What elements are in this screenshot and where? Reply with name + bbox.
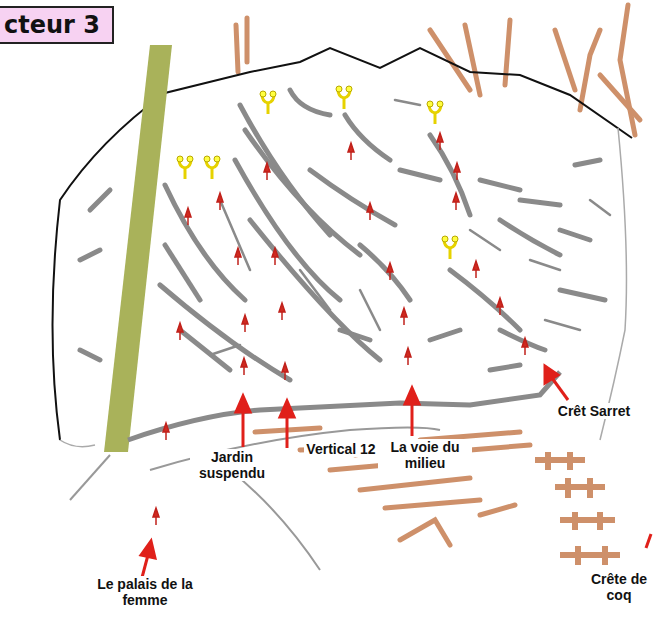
route-arrow	[367, 203, 373, 212]
route-arrow	[401, 308, 407, 317]
route-arrow	[473, 261, 479, 270]
route-arrow	[264, 163, 270, 172]
sector-title: cteur 3	[0, 6, 114, 44]
route-arrow	[153, 508, 159, 517]
route-arrow	[405, 348, 411, 357]
route-arrow	[454, 163, 460, 172]
route-arrow	[387, 263, 393, 272]
route-arrow	[177, 323, 183, 332]
route-arrow	[282, 363, 288, 372]
route-name: Jardin suspendu	[190, 449, 274, 481]
route-arrow	[453, 193, 459, 202]
route-arrow	[522, 338, 528, 347]
route-arrow	[279, 303, 285, 312]
route-arrow	[437, 133, 443, 142]
route-arrow	[235, 248, 241, 257]
route-arrow	[348, 143, 354, 152]
route-arrow	[272, 248, 278, 257]
route-name: Crêt Sarret	[556, 403, 632, 419]
route-arrow	[241, 358, 247, 367]
route-name: La voie du milieu	[378, 439, 472, 471]
route-name: Crête de coq	[587, 571, 651, 603]
route-name: Vertical 12	[304, 441, 377, 457]
route-name: Le palais de la femme	[88, 576, 202, 608]
route-arrow	[497, 298, 503, 307]
route-arrow	[185, 208, 191, 217]
route-arrow	[163, 423, 169, 432]
route-arrow	[242, 315, 248, 324]
route-arrow	[217, 193, 223, 202]
